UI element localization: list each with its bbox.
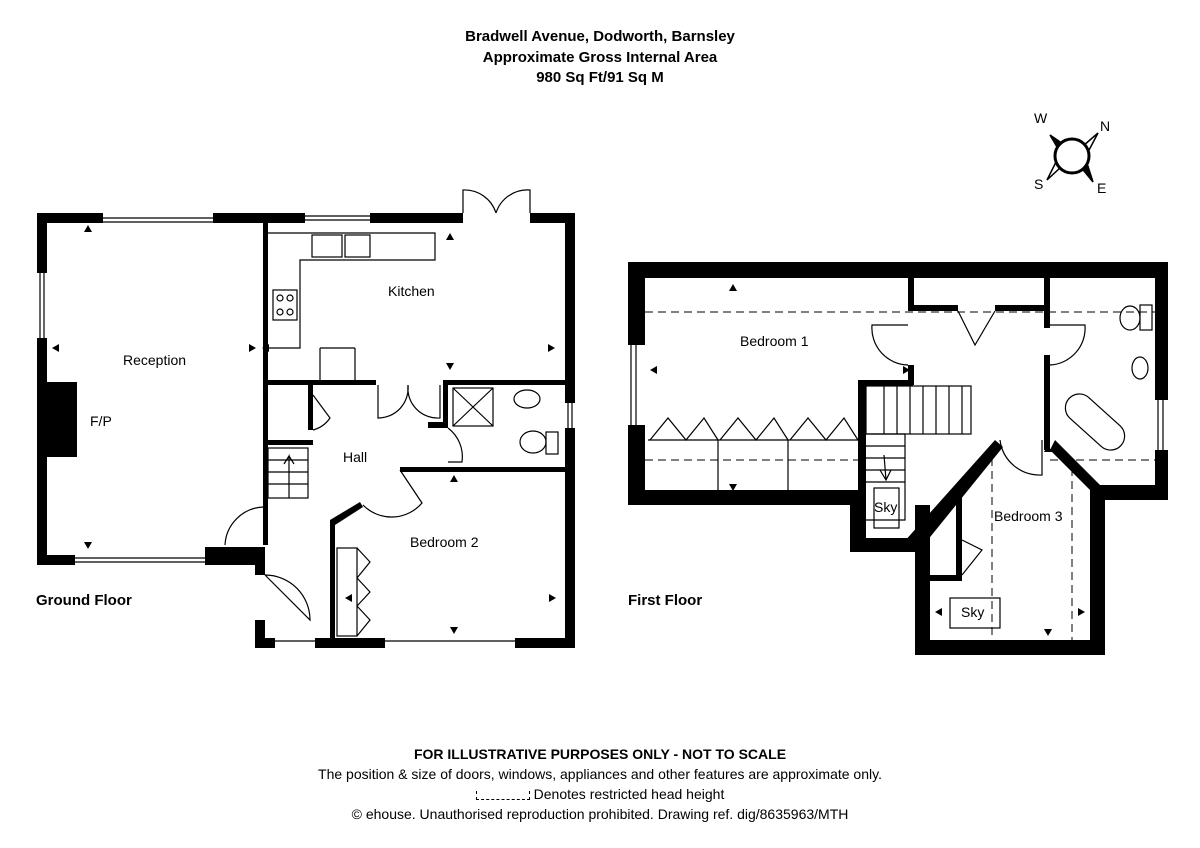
room-label-bedroom-1: Bedroom 1 — [740, 333, 809, 349]
address-title: Bradwell Avenue, Dodworth, Barnsley — [465, 28, 735, 45]
compass-n: N — [1100, 118, 1110, 134]
restricted-head-height-swatch — [475, 790, 530, 800]
room-label-fireplace: F/P — [90, 413, 112, 429]
disclaimer-note: The position & size of doors, windows, a… — [318, 766, 882, 782]
first-floor-dimension-arrows — [650, 284, 1085, 636]
room-label-bedroom-3: Bedroom 3 — [994, 508, 1063, 524]
disclaimer: FOR ILLUSTRATIVE PURPOSES ONLY - NOT TO … — [413, 746, 787, 762]
compass-e: E — [1097, 180, 1106, 196]
ground-floor-plan: Reception F/P Kitchen Hall Bedroom 2 — [37, 189, 575, 648]
legend: Denotes restricted head height — [0, 786, 1200, 802]
skylight-label-1: Sky — [874, 499, 897, 515]
first-floor-fixtures — [630, 304, 1164, 629]
room-label-kitchen: Kitchen — [388, 283, 435, 299]
ground-floor-walls — [37, 213, 575, 648]
room-label-hall: Hall — [343, 449, 367, 465]
first-floor-walls — [628, 262, 1168, 655]
room-label-bedroom-2: Bedroom 2 — [410, 534, 479, 550]
ground-floor-label: Ground Floor — [36, 592, 132, 609]
area-label: Approximate Gross Internal Area — [482, 49, 718, 66]
ground-floor-dimension-arrows — [52, 225, 556, 634]
skylight-label-2: Sky — [961, 604, 984, 620]
first-floor-label: First Floor — [628, 592, 703, 609]
compass-icon: W N S E — [1034, 110, 1110, 196]
ground-floor-fixtures — [39, 189, 573, 642]
area-value: 980 Sq Ft/91 Sq M — [536, 69, 664, 86]
copyright: © ehouse. Unauthorised reproduction proh… — [351, 806, 849, 822]
first-floor-plan: Bedroom 1 Bedroom 3 Sky Sky — [628, 262, 1168, 655]
compass-s: S — [1034, 176, 1043, 192]
legend-text: Denotes restricted head height — [533, 786, 725, 802]
room-label-reception: Reception — [123, 352, 186, 368]
compass-w: W — [1034, 110, 1048, 126]
restricted-head-height-lines — [645, 311, 1155, 640]
